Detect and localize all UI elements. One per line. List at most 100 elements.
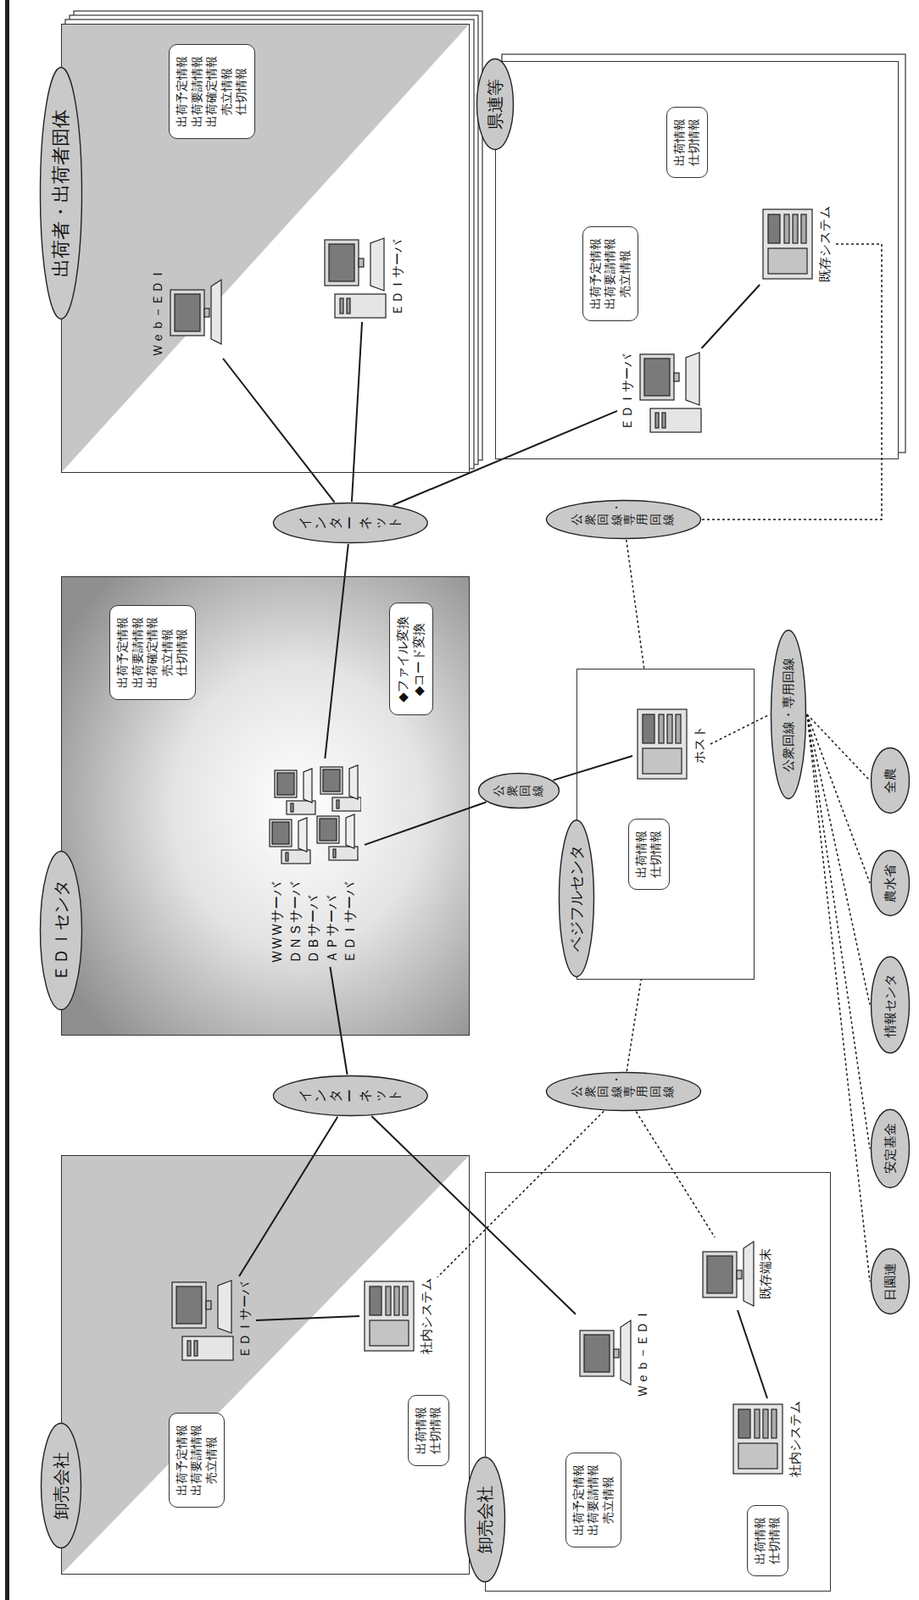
icon-part xyxy=(768,248,808,274)
ellipse-shape xyxy=(545,501,701,540)
node-label: 県連等 xyxy=(484,78,507,130)
icon-part xyxy=(658,714,664,744)
main-icon xyxy=(730,1402,786,1477)
panel-fill xyxy=(576,668,755,981)
info-box: 出荷予定情報 出荷要請情報 売立情報 xyxy=(582,226,640,322)
icon-part xyxy=(176,1286,202,1325)
leased-line xyxy=(807,714,870,1006)
icon-part xyxy=(738,1443,778,1470)
group-panel: 卸売会社出荷予定情報 出荷要請情報 売立情報出荷情報 仕切情報ＥＤＩサーバ社内シ… xyxy=(61,1155,470,1576)
network-line xyxy=(364,802,486,846)
node-label: 出荷予定情報 出荷要請情報 売立情報 xyxy=(174,1422,220,1499)
icon-part xyxy=(328,244,355,282)
node-label: ＥＤＩサーバ xyxy=(619,354,636,431)
icon-part xyxy=(346,298,351,314)
node-label: ＥＤＩセンタ xyxy=(50,880,73,982)
icon-part xyxy=(319,818,337,842)
icon-part xyxy=(333,849,336,858)
leased-line xyxy=(807,714,870,781)
icon-part xyxy=(174,294,201,332)
ellipse-shape xyxy=(871,1249,910,1315)
node-label: 出荷予定情報 出荷要請情報 出荷確定情報 売立情報 仕切情報 xyxy=(174,53,250,130)
icon-part xyxy=(650,408,702,433)
node-label: 公衆回線・専用回線 xyxy=(570,1086,675,1098)
network-line xyxy=(329,967,347,1075)
group-panel: 出荷者・出荷者団体出荷予定情報 出荷要請情報 出荷確定情報 売立情報 仕切情報Ｗ… xyxy=(61,23,470,474)
network-line xyxy=(553,756,633,781)
network-line xyxy=(222,358,335,503)
node-label: インターネット xyxy=(297,516,402,530)
node-label: 卸売会社 xyxy=(50,1452,73,1521)
icon-part xyxy=(324,239,359,286)
network-ellipse: インターネット xyxy=(272,1074,429,1118)
node-label: ＷＷＷサーバ ＤＮＳサーバ ＤＢサーバ ＡＰサーバ ＥＤＩサーバ xyxy=(267,877,360,964)
node-label: 既存端末 xyxy=(757,1248,775,1300)
node-label: 出荷者・出荷者団体 xyxy=(49,109,73,278)
main-icon xyxy=(634,707,690,782)
computer-node: 社内システム xyxy=(359,1275,438,1358)
icon-part xyxy=(675,714,681,744)
icon-part xyxy=(702,1252,737,1298)
icon-part xyxy=(364,1281,414,1352)
info-box: ◆ファイル変換 ◆コード変換 xyxy=(389,603,434,717)
node-label: インターネット xyxy=(297,1089,402,1103)
icon-part xyxy=(206,1301,212,1310)
ellipse-shape xyxy=(272,1076,428,1117)
network-ellipse: 日園連 xyxy=(869,1247,911,1316)
network-line xyxy=(701,284,761,349)
node-label: Ｗｅｂ－ＥＤＩ xyxy=(634,1308,652,1398)
icon-part xyxy=(771,1409,777,1439)
icon-part xyxy=(784,214,790,244)
icon-part xyxy=(349,765,358,800)
node-label: 社内システム xyxy=(787,1401,804,1478)
info-box: 出荷情報 仕切情報 xyxy=(666,106,708,179)
icon-part xyxy=(285,852,289,862)
node-label: 公衆回線・専用回線 xyxy=(570,513,675,526)
icon-part xyxy=(358,258,364,268)
group-panel: ＥＤＩセンタ出荷予定情報 出荷要請情報 出荷確定情報 売立情報 仕切情報ＷＷＷサ… xyxy=(61,576,470,1036)
node-label: 安定基金 xyxy=(882,1123,899,1175)
node-label: 日園連 xyxy=(882,1263,899,1302)
node-label: 出荷情報 仕切情報 xyxy=(413,1404,444,1458)
heading-ellipse: ベジフルセンタ xyxy=(557,818,596,979)
network-line xyxy=(737,1310,768,1399)
icon-part xyxy=(274,770,297,798)
ellipse-shape xyxy=(871,1109,910,1188)
icon-part xyxy=(204,308,210,318)
icon-part xyxy=(187,1341,191,1357)
icon-part xyxy=(738,1409,751,1439)
network-ellipse: 全農 xyxy=(869,746,911,815)
icon-part xyxy=(217,1281,232,1334)
info-box: 出荷情報 仕切情報 xyxy=(407,1395,450,1467)
icon-part xyxy=(323,769,340,792)
heading-ellipse: 卸売会社 xyxy=(463,1456,507,1584)
icon-part xyxy=(792,214,798,244)
icon-part xyxy=(736,1270,742,1280)
icon-part xyxy=(620,1320,631,1386)
icon-part xyxy=(394,1286,400,1316)
node-label: 公衆回線・専用回線 xyxy=(780,657,797,773)
icon-part xyxy=(328,846,358,861)
node-label: ＥＤＩサーバ xyxy=(389,239,407,317)
node-label: ホスト xyxy=(691,725,708,764)
node-label: 出荷情報 仕切情報 xyxy=(752,1514,783,1568)
icon-part xyxy=(801,214,807,244)
panel-fill xyxy=(495,61,899,460)
ellipse-shape xyxy=(41,1424,82,1549)
computer-node: ＥＤＩサーバ xyxy=(617,348,706,437)
leased-line xyxy=(807,714,870,1150)
pc-icon xyxy=(168,278,223,346)
info-box: 出荷情報 仕切情報 xyxy=(746,1505,789,1577)
node-label: 出荷予定情報 出荷要請情報 売立情報 xyxy=(588,235,634,312)
info-box: 出荷予定情報 出荷要請情報 売立情報 xyxy=(565,1453,623,1549)
ellipse-shape xyxy=(40,67,83,320)
leased-line xyxy=(437,1111,604,1278)
icon-part xyxy=(579,1331,614,1377)
heading-ellipse: 出荷者・出荷者団体 xyxy=(38,66,84,321)
icon-part xyxy=(743,1242,754,1307)
ellipse-shape xyxy=(40,852,83,1011)
icon-part xyxy=(685,352,700,406)
heading-ellipse: 卸売会社 xyxy=(39,1422,83,1550)
ellipse-shape xyxy=(272,503,428,544)
